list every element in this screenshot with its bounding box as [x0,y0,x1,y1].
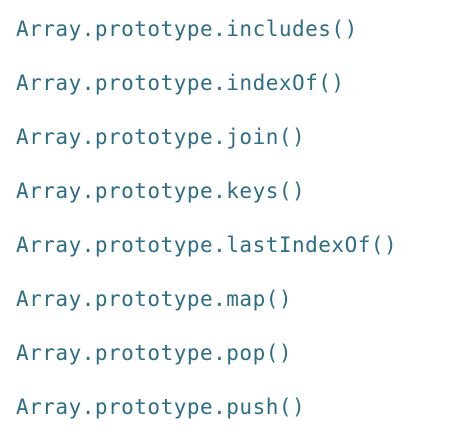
method-link-lastindexof[interactable]: Array.prototype.lastIndexOf() [16,233,398,257]
method-link-push[interactable]: Array.prototype.push() [16,395,306,419]
method-link-includes[interactable]: Array.prototype.includes() [16,17,358,41]
list-item: Array.prototype.push() [16,392,397,446]
method-link-keys[interactable]: Array.prototype.keys() [16,179,306,203]
list-item: Array.prototype.includes() [16,14,397,68]
list-item: Array.prototype.lastIndexOf() [16,230,397,284]
method-list: Array.prototype.includes() Array.prototy… [16,14,397,446]
method-link-pop[interactable]: Array.prototype.pop() [16,341,293,365]
method-link-map[interactable]: Array.prototype.map() [16,287,293,311]
list-item: Array.prototype.map() [16,284,397,338]
list-item: Array.prototype.join() [16,122,397,176]
list-item: Array.prototype.indexOf() [16,68,397,122]
method-link-join[interactable]: Array.prototype.join() [16,125,306,149]
method-link-indexof[interactable]: Array.prototype.indexOf() [16,71,345,95]
list-item: Array.prototype.keys() [16,176,397,230]
list-item: Array.prototype.pop() [16,338,397,392]
